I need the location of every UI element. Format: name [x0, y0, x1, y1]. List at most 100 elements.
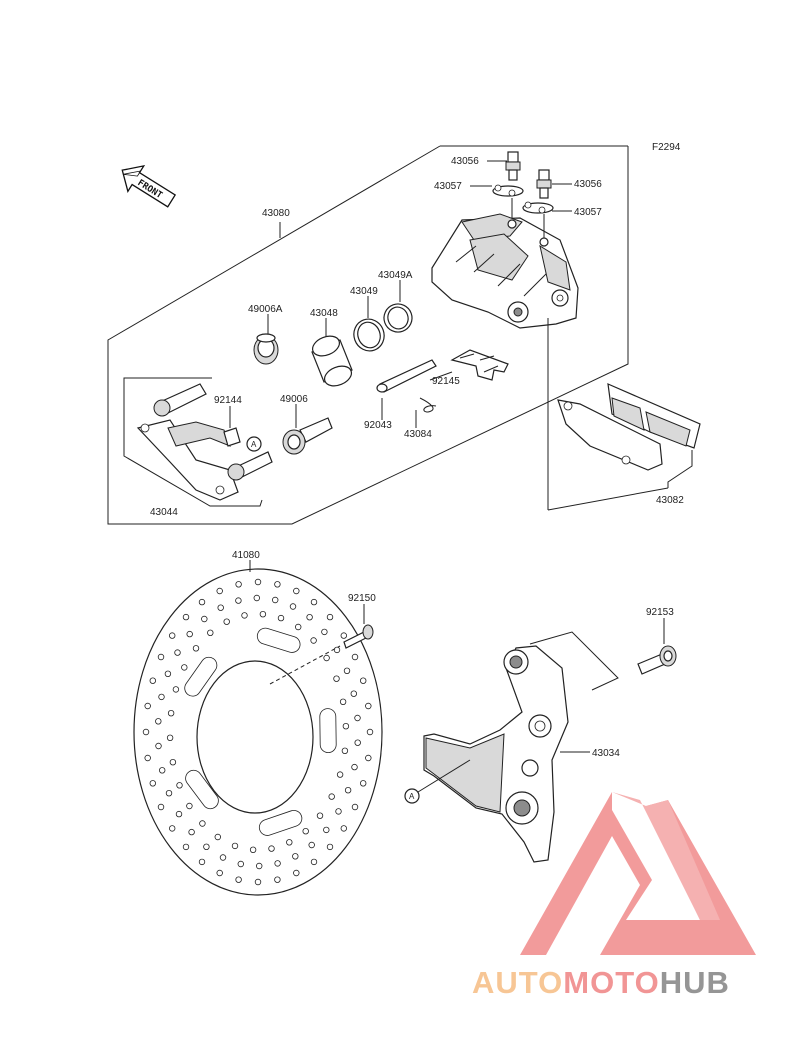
disc-hole [328, 793, 335, 800]
front-arrow-icon: FRONT [121, 164, 177, 208]
disc-hole [292, 853, 299, 860]
disc-hole [339, 698, 347, 705]
disc-hole [157, 653, 165, 661]
disc-hole [182, 613, 190, 621]
disc-slot [256, 627, 301, 653]
disc-hole [274, 581, 281, 588]
disc-hole [272, 596, 279, 604]
watermark-moto: MOTO [563, 965, 659, 1000]
disc-hole [254, 578, 262, 586]
disc-hole [158, 693, 165, 701]
disc-hole [181, 664, 188, 671]
disc-hole [203, 843, 210, 850]
bleeder-cap-right [522, 201, 554, 214]
disc-hole [333, 675, 340, 682]
label-43048: 43048 [310, 308, 338, 319]
pad-spring-92145 [450, 349, 509, 381]
disc-hole [155, 742, 162, 750]
svg-text:AUTOMOTOHUB: AUTOMOTOHUB [472, 965, 730, 1000]
disc-hole [164, 670, 172, 677]
caliper-mount-bracket-43034 [423, 645, 569, 863]
disc-hole [335, 808, 342, 815]
disc-hole [172, 686, 180, 693]
disc-hole [306, 614, 313, 621]
pin-clip-43084 [419, 397, 437, 413]
bleeder-cap-left [492, 184, 524, 197]
label-92153: 92153 [646, 607, 674, 618]
figure-code: F2294 [652, 142, 681, 153]
disc-hole [274, 876, 281, 883]
label-43057-b: 43057 [574, 207, 602, 218]
disc-hole [235, 597, 242, 604]
disc-hole [333, 646, 341, 654]
disc-hole [326, 613, 334, 621]
disc-hole [192, 645, 200, 652]
disc-hole [168, 825, 176, 832]
disc-hole [323, 654, 330, 662]
disc-hole [254, 878, 262, 886]
disc-hole [308, 841, 315, 849]
slide-pin-lower [227, 451, 273, 481]
label-43057-a: 43057 [434, 181, 462, 192]
disc-hole [198, 858, 206, 866]
disc-hole [277, 614, 285, 622]
disc-slot [184, 656, 218, 697]
label-43049: 43049 [350, 286, 378, 297]
disc-hole [223, 618, 230, 625]
bolt-92150 [343, 624, 374, 649]
disc-hole [351, 763, 358, 771]
disc-hole [167, 710, 175, 717]
disc-hole [219, 854, 227, 861]
disc-hole [310, 858, 318, 866]
slide-pin-upper [153, 383, 207, 417]
disc-hole [316, 812, 324, 819]
label-92150: 92150 [348, 593, 376, 604]
disc-hole [310, 598, 318, 606]
disc-hole [256, 862, 263, 870]
disc-slot [319, 708, 337, 753]
disc-hole [350, 690, 357, 697]
bolt-92153 [637, 645, 677, 675]
disc-hole [354, 739, 361, 746]
label-43049A: 43049A [378, 270, 413, 281]
disc-hole [354, 714, 361, 722]
disc-hole [216, 869, 223, 877]
disc-hole [360, 780, 367, 787]
disc-hole [344, 787, 352, 794]
disc-hole [235, 876, 242, 883]
pin-boot-49006 [282, 417, 333, 455]
pad-group-outline [667, 450, 693, 488]
disc-hole [336, 771, 344, 778]
disc-hole [144, 754, 151, 762]
disc-hole [157, 803, 165, 811]
disc-hole [274, 860, 281, 867]
disc-hole [201, 615, 208, 623]
disc-hole [351, 653, 359, 661]
label-92144: 92144 [214, 395, 242, 406]
piston-43048 [311, 335, 353, 387]
caliper-assembly-outline [107, 145, 629, 525]
disc-hole [340, 632, 347, 639]
leader-lines-upper [229, 160, 572, 428]
disc-hole [188, 828, 195, 836]
label-43034: 43034 [592, 748, 620, 759]
disc-hole [310, 637, 317, 644]
bracket-group-outline [123, 377, 263, 507]
label-49006: 49006 [280, 394, 308, 405]
caliper-bracket-43044 [136, 419, 239, 501]
disc-hole [142, 728, 150, 736]
disc-hole [268, 845, 275, 852]
disc-hole [186, 802, 193, 810]
label-43082: 43082 [656, 495, 684, 506]
disc-hole [249, 846, 257, 853]
bleeder-valve-left [505, 151, 521, 181]
disc-hole [341, 747, 349, 754]
label-43080: 43080 [262, 208, 290, 219]
disc-hole [326, 843, 334, 851]
label-49006A: 49006A [248, 304, 283, 315]
label-43056-a: 43056 [451, 156, 479, 167]
disc-hole [199, 820, 206, 827]
disc-hole [366, 728, 374, 736]
disc-hole [165, 790, 173, 797]
